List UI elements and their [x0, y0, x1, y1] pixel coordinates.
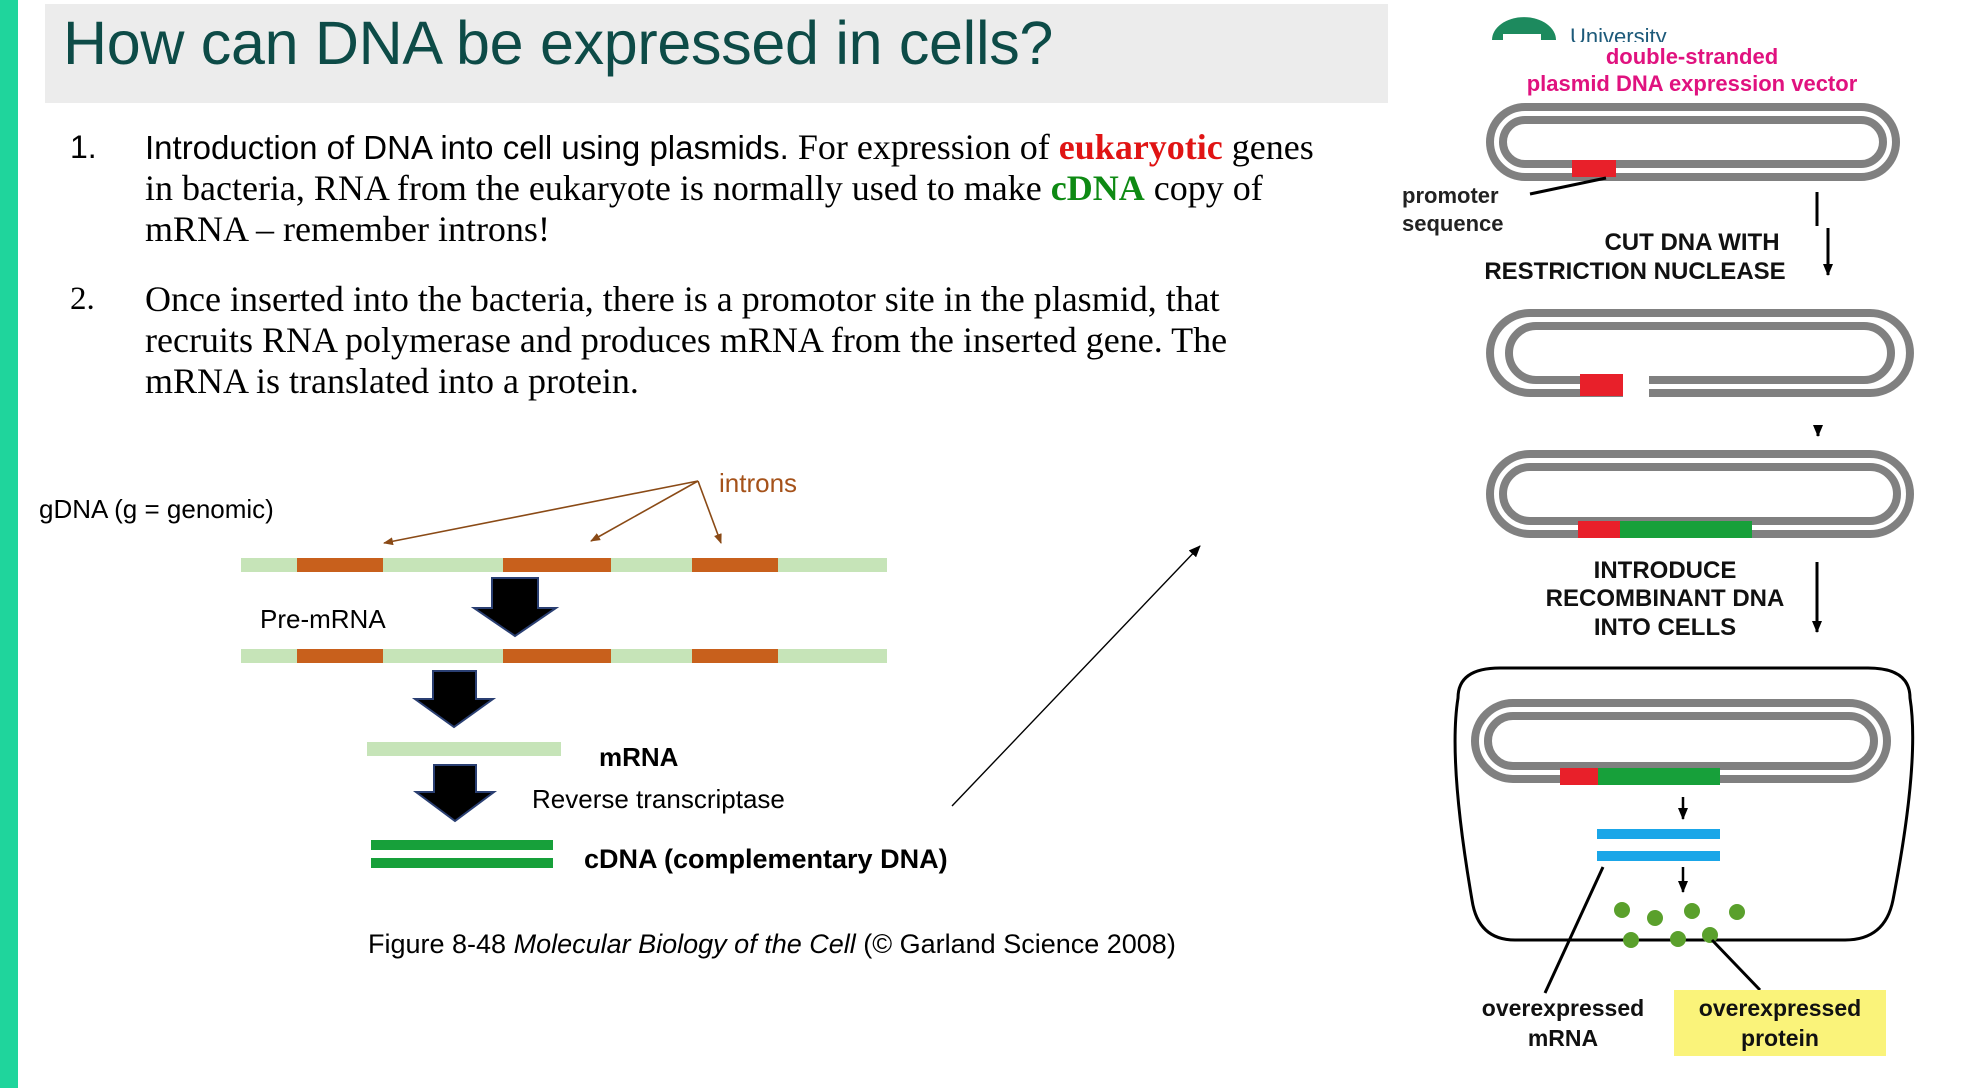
promoter-segment — [1580, 374, 1624, 396]
mrna-label: mRNA — [599, 742, 679, 772]
intron-segment — [503, 649, 611, 663]
gdna-strand — [241, 558, 887, 572]
promoter-pointer — [1529, 176, 1607, 196]
introduce-step-line3: INTO CELLS — [1594, 614, 1736, 641]
promoter-label-line2: sequence — [1402, 211, 1504, 236]
cut-step-line2: RESTRICTION NUCLEASE — [1484, 258, 1785, 285]
intron-segment — [692, 649, 778, 663]
list-item-2: 2. Once inserted into the bacteria, ther… — [70, 279, 1310, 409]
overexpressed-protein-line1: overexpressed — [1699, 995, 1861, 1021]
protein-dots — [1614, 902, 1745, 948]
promoter-segment — [1578, 521, 1620, 538]
list-item-text: Introduction of DNA into cell using plas… — [145, 127, 1315, 250]
caption-suffix: (© Garland Science 2008) — [855, 929, 1176, 959]
premrna-strand — [241, 649, 887, 663]
page-title: How can DNA be expressed in cells? — [63, 9, 1054, 77]
cdna-word: cDNA — [1050, 168, 1145, 208]
plasmid-in-cell — [1471, 699, 1891, 785]
reverse-transcriptase-label: Reverse transcriptase — [532, 784, 785, 814]
item1-text-a: For expression of — [788, 127, 1059, 167]
introduce-step-line1: INTRODUCE — [1594, 557, 1737, 584]
cut-step-line1: CUT DNA WITH — [1604, 229, 1779, 256]
down-arrow-icon — [470, 577, 560, 638]
down-arrow-icon — [412, 764, 498, 823]
cdna-label: cDNA (complementary DNA) — [584, 844, 948, 874]
overexpressed-protein-line2: protein — [1741, 1025, 1819, 1051]
gdna-label: gDNA (g = genomic) — [39, 494, 274, 524]
vector-label-line1: double-stranded — [1606, 44, 1778, 69]
logo-text: University — [1570, 24, 1667, 49]
list-number: 2. — [70, 281, 95, 317]
overexpressed-mrna-line2: mRNA — [1528, 1025, 1598, 1051]
mrna-strand — [367, 742, 561, 756]
mrna-bars — [1597, 829, 1720, 861]
mrna-pointer — [1543, 866, 1605, 994]
plasmid-intact — [1486, 103, 1900, 181]
intron-segment — [503, 558, 611, 572]
promoter-label-line1: promoter — [1402, 183, 1499, 208]
intron-segment — [692, 558, 778, 572]
intron-segment — [297, 649, 383, 663]
promoter-segment — [1572, 160, 1616, 177]
accent-bar — [0, 0, 18, 1088]
promoter-segment — [1560, 768, 1598, 785]
connector-arrow — [951, 545, 1201, 807]
overexpressed-mrna-line1: overexpressed — [1482, 995, 1644, 1021]
intron-segment — [297, 558, 383, 572]
item1-text-c: copy of mRNA – remember introns! — [145, 168, 1263, 249]
introns-pointers — [383, 480, 722, 546]
item1-lead: Introduction of DNA into cell using plas… — [145, 129, 789, 166]
item1-text-b: genes in bacteria, RNA from the eukaryot… — [145, 127, 1314, 208]
down-arrow-icon — [411, 670, 497, 729]
list-number: 1. — [70, 129, 97, 165]
plasmid-cut — [1486, 309, 1914, 400]
premrna-label: Pre-mRNA — [260, 604, 386, 634]
figure-caption: Figure 8-48 Molecular Biology of the Cel… — [368, 926, 1228, 962]
plasmid-recombinant — [1486, 450, 1914, 538]
list-item-1: 1. Introduction of DNA into cell using p… — [70, 127, 1314, 257]
list-item-text: Once inserted into the bacteria, there i… — [145, 279, 1228, 401]
cell-outline — [1453, 666, 1915, 942]
insert-segment — [1598, 768, 1720, 785]
cdna-strand — [371, 840, 553, 868]
caption-book-title: Molecular Biology of the Cell — [513, 929, 856, 959]
university-logo — [1492, 17, 1556, 40]
introns-label: introns — [719, 468, 797, 498]
title-band — [45, 4, 1388, 103]
insert-segment — [1620, 521, 1752, 538]
protein-label-highlight — [1674, 990, 1886, 1056]
introduce-step-line2: RECOMBINANT DNA — [1546, 585, 1785, 612]
caption-prefix: Figure 8-48 — [368, 929, 514, 959]
eukaryotic-word: eukaryotic — [1058, 127, 1223, 167]
protein-pointer — [1710, 938, 1762, 992]
vector-label-line2: plasmid DNA expression vector — [1527, 71, 1858, 96]
